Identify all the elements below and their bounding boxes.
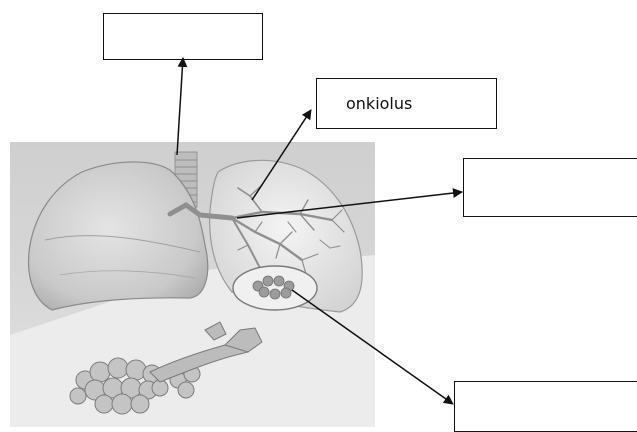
- label-box-bottom[interactable]: [454, 381, 637, 432]
- label-box-bronkiolus-text: onkiolus: [346, 94, 412, 113]
- label-box-right[interactable]: [463, 158, 637, 217]
- label-box-top[interactable]: [103, 13, 263, 60]
- magnified-lens: [233, 266, 317, 310]
- label-box-bronkiolus[interactable]: onkiolus: [316, 78, 497, 129]
